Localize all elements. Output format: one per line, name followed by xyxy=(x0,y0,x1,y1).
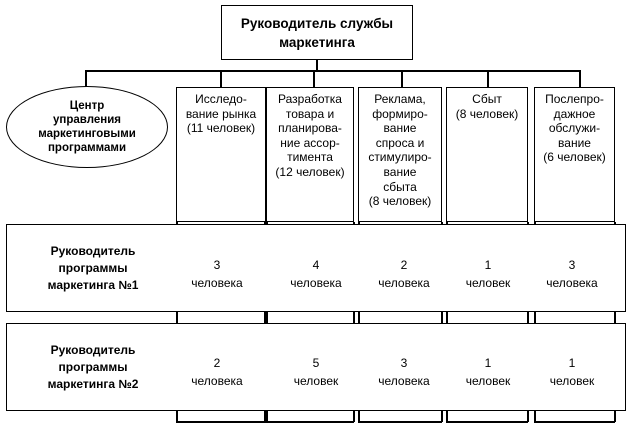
dept-text: Разработка товара и планирова- ние ассор… xyxy=(275,92,345,179)
head-title-line2: маркетинга xyxy=(279,34,355,50)
head-title-line1: Руководитель службы xyxy=(240,15,394,31)
cell-num: 3 xyxy=(400,356,408,370)
row-label-line3: маркетинга №2 xyxy=(47,377,139,391)
cell-num: 1 xyxy=(568,356,576,370)
row-label-line2: программы xyxy=(58,360,128,374)
bottom-tick xyxy=(534,421,615,423)
row-1-cell-4: 1 человек xyxy=(443,256,533,292)
center-line2: управления xyxy=(53,114,121,126)
row-label-line3: маркетинга №1 xyxy=(47,278,139,292)
column-line xyxy=(353,222,355,422)
cell-num: 1 xyxy=(484,258,492,272)
bottom-tick xyxy=(176,421,266,423)
column-line xyxy=(266,222,268,422)
cell-unit: человека xyxy=(378,374,430,388)
column-line xyxy=(534,222,536,422)
cell-unit: человек xyxy=(293,374,339,388)
row-1-cell-5: 3 человека xyxy=(527,256,617,292)
center-line4: программами xyxy=(47,142,127,154)
center-line1: Центр xyxy=(69,100,105,112)
row-label-line1: Руководитель xyxy=(50,244,136,258)
cell-num: 4 xyxy=(312,258,320,272)
cell-num: 2 xyxy=(400,258,408,272)
dept-box-market-research: Исследо- вание рынка (11 человек) xyxy=(176,87,266,222)
cell-num: 1 xyxy=(484,356,492,370)
program-row-2-label: Руководитель программы маркетинга №2 xyxy=(18,342,168,393)
dept-text: Исследо- вание рынка (11 человек) xyxy=(185,92,257,136)
column-line xyxy=(358,222,360,422)
cell-num: 3 xyxy=(568,258,576,272)
connector-dept-1-drop xyxy=(220,70,222,87)
dept-box-after-sales: Послепро- дажное обслужи- вание (6 челов… xyxy=(534,87,615,222)
cell-unit: человека xyxy=(290,276,342,290)
cell-unit: человек xyxy=(465,374,511,388)
program-row-1-label: Руководитель программы маркетинга №1 xyxy=(18,243,168,294)
dept-text: Реклама, формиро- вание спроса и стимули… xyxy=(368,92,432,209)
cell-num: 5 xyxy=(312,356,320,370)
connector-head-down xyxy=(316,60,318,71)
column-line xyxy=(446,222,448,422)
column-line xyxy=(264,222,266,422)
dept-box-sales: Сбыт (8 человек) xyxy=(446,87,528,222)
column-line xyxy=(441,222,443,422)
row-2-cell-4: 1 человек xyxy=(443,354,533,390)
row-label-line2: программы xyxy=(58,261,128,275)
bottom-tick xyxy=(266,421,354,423)
connector-dept-5-drop xyxy=(579,70,581,87)
dept-box-advertising: Реклама, формиро- вание спроса и стимули… xyxy=(358,87,442,222)
program-row-2 xyxy=(6,323,626,411)
cell-num: 3 xyxy=(213,258,221,272)
program-row-1 xyxy=(6,224,626,312)
cell-unit: человека xyxy=(378,276,430,290)
row-2-cell-1: 2 человека xyxy=(172,354,262,390)
row-2-cell-3: 3 человека xyxy=(359,354,449,390)
connector-dept-2-drop xyxy=(313,70,315,87)
dept-text: Сбыт (8 человек) xyxy=(455,92,519,121)
row-2-cell-5: 1 человек xyxy=(527,354,617,390)
cell-unit: человека xyxy=(191,374,243,388)
row-1-cell-2: 4 человека xyxy=(271,256,361,292)
column-line xyxy=(614,222,616,422)
cell-num: 2 xyxy=(213,356,221,370)
bottom-tick xyxy=(446,421,528,423)
connector-horizontal-bus xyxy=(85,70,580,72)
connector-dept-4-drop xyxy=(487,70,489,87)
connector-center-drop xyxy=(85,70,87,88)
row-1-cell-3: 2 человека xyxy=(359,256,449,292)
column-line xyxy=(527,222,529,422)
connector-dept-3-drop xyxy=(401,70,403,87)
row-2-cell-2: 5 человек xyxy=(271,354,361,390)
bottom-tick xyxy=(358,421,442,423)
row-1-cell-1: 3 человека xyxy=(172,256,262,292)
row-label-line1: Руководитель xyxy=(50,343,136,357)
cell-unit: человека xyxy=(191,276,243,290)
head-box: Руководитель службы маркетинга xyxy=(221,5,413,60)
center-ellipse: Центр управления маркетинговыми программ… xyxy=(6,86,168,168)
dept-box-product-development: Разработка товара и планирова- ние ассор… xyxy=(266,87,354,222)
column-line xyxy=(176,222,178,422)
cell-unit: человека xyxy=(546,276,598,290)
cell-unit: человек xyxy=(465,276,511,290)
cell-unit: человек xyxy=(549,374,595,388)
dept-text: Послепро- дажное обслужи- вание (6 челов… xyxy=(543,92,606,165)
center-line3: маркетинговыми xyxy=(38,128,136,140)
